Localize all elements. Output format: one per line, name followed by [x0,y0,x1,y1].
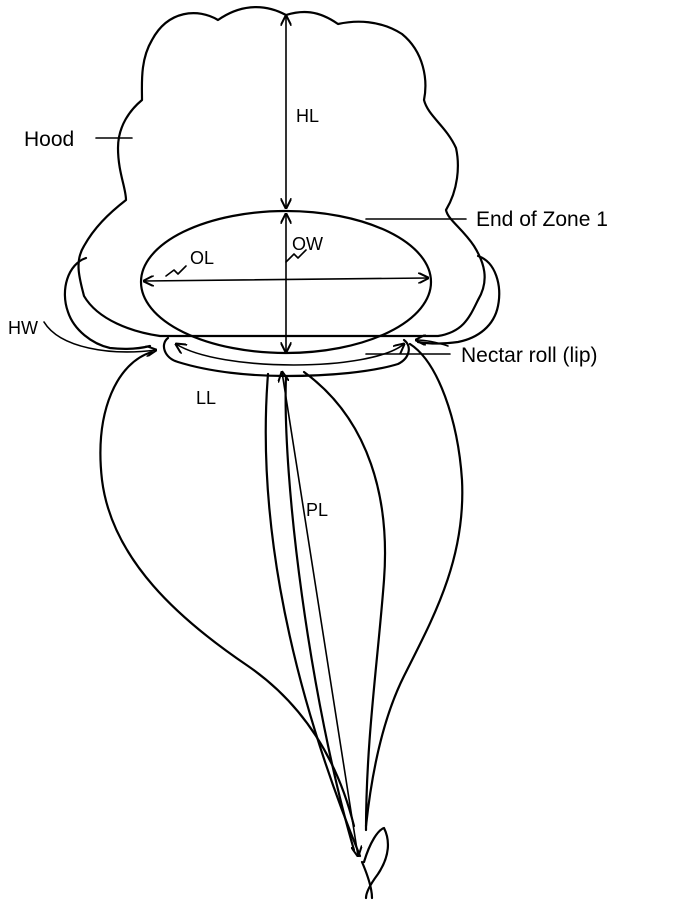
ll-label: LL [196,388,216,408]
petal-line [304,372,385,830]
pl-arrow [282,372,358,856]
pl-label: PL [306,500,328,520]
nectar-roll-label: Nectar roll (lip) [461,344,598,367]
ol-label: OL [190,248,214,268]
hl-label: HL [296,106,319,126]
hood-label: Hood [24,128,74,151]
corolla-outline-right [366,344,462,826]
ol-leader [166,266,186,276]
pedicel [364,828,388,898]
hood-outline [79,7,485,336]
hw-label: HW [8,318,38,338]
left-hood-flap [65,258,150,349]
end-of-zone-label: End of Zone 1 [476,208,608,231]
ow-label: OW [292,234,323,254]
right-hood-flap [418,256,499,344]
